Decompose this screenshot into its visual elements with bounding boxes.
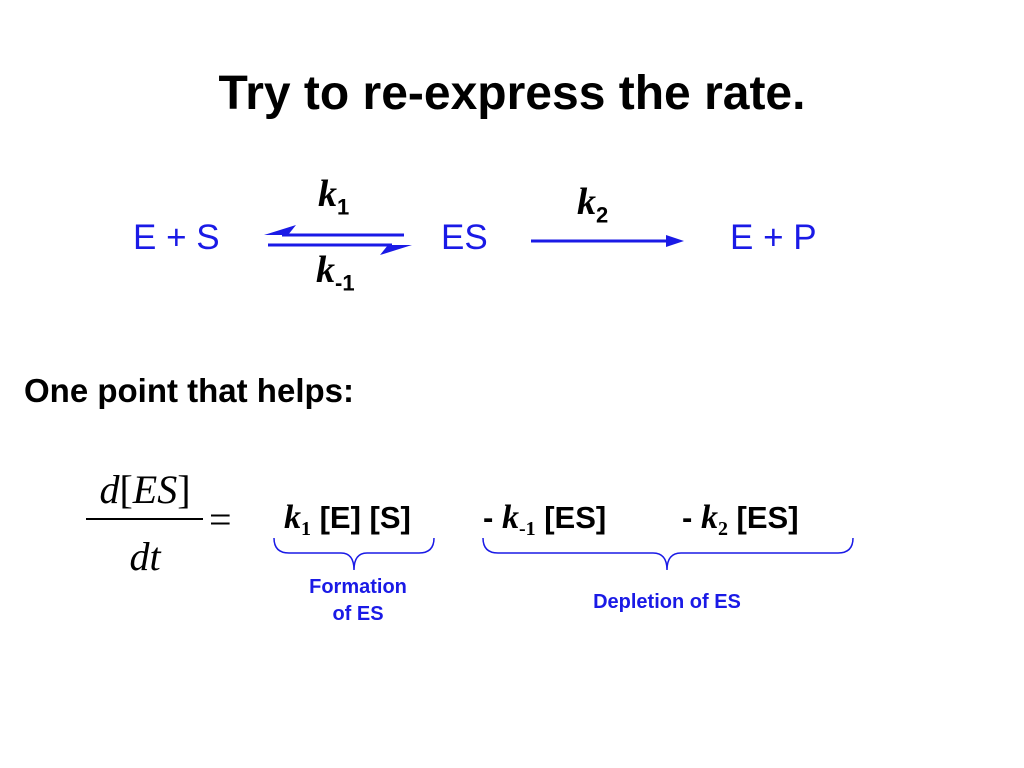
rate-constant-k-1: k-1 [316,248,355,297]
reactants-label: E + S [133,218,220,257]
depletion-brace-icon [482,537,854,571]
products-label: E + P [730,218,817,257]
term2-sign: - [483,500,502,535]
derivative-numerator: d[ES] [86,466,204,513]
term1-k: k [284,499,301,536]
numerator-es: ES [132,467,178,512]
term3-sign: - [682,500,701,535]
k2-symbol: k [577,181,596,223]
k1-subscript: 1 [337,194,350,220]
reverse-depletion-term: - k-1 [ES] [483,499,606,541]
derivative-denominator: dt [129,534,161,579]
formation-brace-icon [273,537,435,571]
numerator-close-bracket: ] [177,467,191,512]
equals-sign: = [209,497,232,542]
reverse-arrow-icon [264,225,404,237]
term1-sub: 1 [301,518,311,541]
term2-sub: -1 [518,518,536,541]
numerator-d: d [99,467,120,512]
term2-k: k [501,499,519,536]
term1-concentrations: [E] [S] [311,500,411,535]
formation-annotation: Formation of ES [288,574,428,628]
k-1-subscript: -1 [335,270,355,296]
rate-constant-k1: k1 [318,172,349,221]
complex-label: ES [441,218,488,257]
slide-title: Try to re-express the rate. [218,67,806,120]
formation-line1: Formation [309,576,407,598]
rate-constant-k2: k2 [577,180,608,229]
k2-subscript: 2 [596,202,609,228]
formation-term: k1 [E] [S] [284,499,411,541]
depletion-annotation: Depletion of ES [593,591,741,613]
term3-concentration: [ES] [727,500,799,535]
forward-arrow-icon [268,243,412,255]
k-1-symbol: k [316,249,335,291]
catalytic-arrow-icon [531,235,684,247]
formation-line2: of ES [332,603,384,625]
k1-symbol: k [318,173,337,215]
catalytic-depletion-term: - k2 [ES] [682,499,799,541]
term2-concentration: [ES] [535,500,607,535]
term3-sub: 2 [717,518,728,541]
term3-k: k [700,499,718,536]
numerator-open-bracket: [ [119,467,133,512]
subheading: One point that helps: [24,372,354,409]
